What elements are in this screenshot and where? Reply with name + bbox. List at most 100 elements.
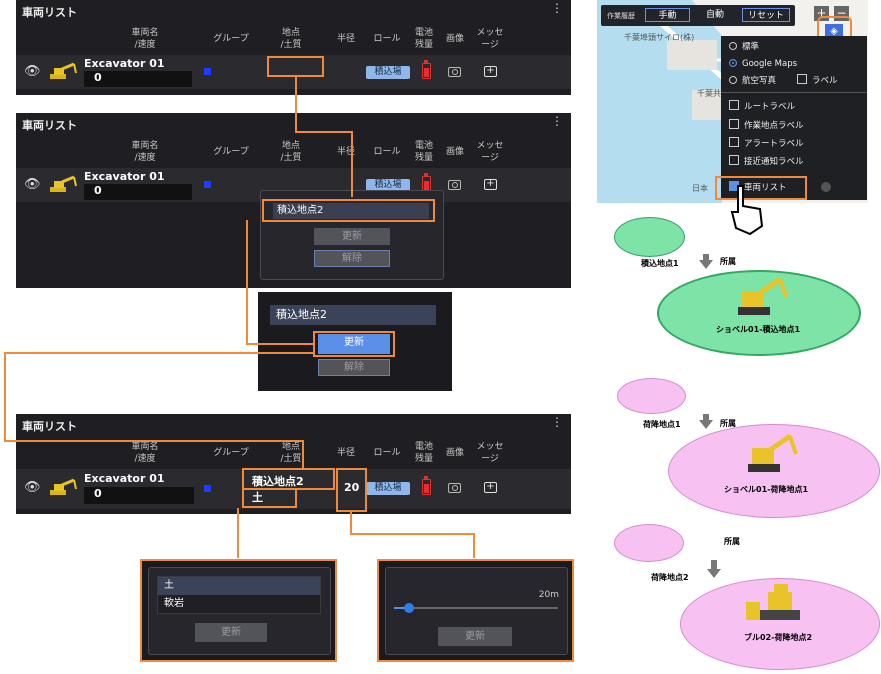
place-label: 千葉埠頭サイロ(株)	[624, 33, 695, 42]
layer-option-google[interactable]: Google Maps	[729, 57, 797, 71]
point-zone-small	[617, 378, 686, 414]
camera-icon[interactable]	[448, 483, 461, 493]
checkbox-route-label[interactable]: ルートラベル	[729, 100, 795, 114]
connector-line	[246, 220, 248, 345]
arrow-down-icon	[707, 569, 721, 578]
highlight-vehicle-list-checkbox	[715, 176, 807, 200]
assoc-label: 所属	[724, 537, 740, 546]
col-group-header: グループ	[213, 448, 249, 458]
role-badge[interactable]: 積込場	[366, 482, 410, 495]
col-radius-header: 半径	[336, 34, 355, 44]
location-select[interactable]: 積込地点2	[273, 203, 429, 219]
connector-line	[302, 440, 304, 468]
connector-line	[237, 508, 239, 558]
battery-icon	[422, 60, 431, 79]
col-name-header: 車両名 /速度	[131, 28, 159, 50]
checkbox-work-label[interactable]: 作業地点ラベル	[729, 119, 804, 133]
col-image-header: 画像	[445, 34, 464, 44]
release-button[interactable]: 解除	[318, 359, 390, 376]
mode-toolbar: 作業履歴 手動 自動 リセット	[601, 5, 795, 26]
radius-popup-body: 20m 更新	[385, 567, 568, 655]
highlight-radius-value	[336, 468, 367, 512]
message-add-icon[interactable]: +	[484, 66, 497, 77]
message-add-icon[interactable]: +	[484, 179, 497, 190]
role-badge[interactable]: 積込場	[366, 179, 410, 192]
excavator-illustration	[748, 433, 798, 472]
role-badge[interactable]: 積込場	[366, 66, 410, 79]
radius-label: 20m	[538, 590, 559, 600]
soil-options-list: 土 軟岩	[157, 576, 321, 614]
result-label: ブル02-荷降地点2	[744, 633, 813, 642]
soil-popup: 土 軟岩 更新	[140, 559, 337, 662]
col-radius-header: 半径	[336, 147, 355, 157]
eye-icon[interactable]: 👁	[24, 480, 41, 495]
vehicle-row[interactable]: 👁 Excavator 01 0 積込場 +	[16, 168, 571, 202]
panel-title: 車両リスト	[22, 119, 77, 132]
history-label: 作業履歴	[607, 12, 635, 20]
layer-menu: 標準 Google Maps 航空写真 ラベル ルートラベル 作業地点ラベル ア…	[721, 36, 867, 176]
camera-icon[interactable]	[448, 67, 461, 77]
col-battery-header: 電池 残量	[414, 141, 433, 163]
highlight-update-button	[313, 331, 395, 357]
col-role-header: ロール	[373, 147, 401, 157]
connector-line	[246, 343, 314, 345]
map-marker-icon	[821, 182, 831, 192]
connector-line	[350, 533, 474, 535]
manual-mode-button[interactable]: 手動	[645, 8, 690, 22]
location-value[interactable]: 積込地点2	[252, 475, 304, 488]
col-location-header: 地点 /土質	[280, 141, 302, 163]
layer-menu-bottom: 車両リスト	[721, 176, 867, 200]
radius-slider-handle[interactable]	[404, 603, 414, 613]
col-battery-header: 電池 残量	[414, 442, 433, 464]
kebab-menu-icon[interactable]: ⋮	[551, 114, 563, 128]
speed-value: 0	[84, 71, 192, 87]
layer-option-aerial[interactable]: 航空写真	[729, 74, 776, 88]
col-battery-header: 電池 残量	[414, 28, 433, 50]
update-button[interactable]: 更新	[195, 623, 267, 642]
connector-line	[351, 131, 353, 197]
panel-title: 車両リスト	[22, 6, 77, 19]
place-label: 千葉共	[697, 89, 721, 98]
soil-option-1[interactable]: 軟岩	[164, 598, 184, 609]
radius-value[interactable]: 20	[344, 481, 360, 494]
connector-line	[4, 352, 314, 354]
camera-icon[interactable]	[448, 180, 461, 190]
update-button[interactable]: 更新	[438, 627, 512, 646]
checkbox-alert-label[interactable]: アラートラベル	[729, 137, 804, 151]
reset-button[interactable]: リセット	[742, 8, 790, 22]
kebab-menu-icon[interactable]: ⋮	[551, 1, 563, 15]
point-label: 積込地点1	[641, 259, 679, 268]
eye-icon[interactable]: 👁	[24, 64, 41, 79]
location-select[interactable]: 積込地点2	[270, 305, 436, 325]
point-zone-small	[614, 524, 684, 562]
message-add-icon[interactable]: +	[484, 482, 497, 493]
highlight-location-select	[262, 199, 435, 222]
radius-slider-track[interactable]	[394, 607, 558, 609]
highlight-soil-value	[242, 488, 297, 508]
col-image-header: 画像	[445, 448, 464, 458]
update-button[interactable]: 更新	[314, 228, 390, 245]
layer-option-standard[interactable]: 標準	[729, 40, 759, 54]
auto-mode-button[interactable]: 自動	[705, 10, 724, 20]
bulldozer-illustration	[746, 584, 800, 620]
col-name-header: 車両名 /速度	[131, 141, 159, 163]
vehicle-row[interactable]: 👁 Excavator 01 0 積込場 +	[16, 55, 571, 89]
map-view[interactable]: 千葉埠頭サイロ(株) 千葉共 日本 作業履歴 手動 自動 リセット + − ◈ …	[597, 0, 868, 203]
label-toggle[interactable]: ラベル	[797, 74, 838, 88]
soil-value[interactable]: 土	[252, 491, 263, 504]
speed-value: 0	[84, 184, 192, 200]
group-color	[204, 485, 211, 492]
kebab-menu-icon[interactable]: ⋮	[551, 415, 563, 429]
arrow-stem	[711, 560, 717, 569]
release-button[interactable]: 解除	[314, 250, 390, 267]
eye-icon[interactable]: 👁	[24, 177, 41, 192]
col-message-header: メッセ ージ	[476, 442, 504, 464]
connector-line	[473, 533, 475, 558]
col-message-header: メッセ ージ	[476, 28, 504, 50]
soil-option-0[interactable]: 土	[158, 577, 320, 595]
connector-line	[350, 510, 352, 534]
update-button[interactable]: 更新	[318, 334, 390, 354]
connector-line	[4, 440, 304, 442]
checkbox-proximity-label[interactable]: 接近通知ラベル	[729, 155, 804, 169]
group-color	[204, 181, 211, 188]
